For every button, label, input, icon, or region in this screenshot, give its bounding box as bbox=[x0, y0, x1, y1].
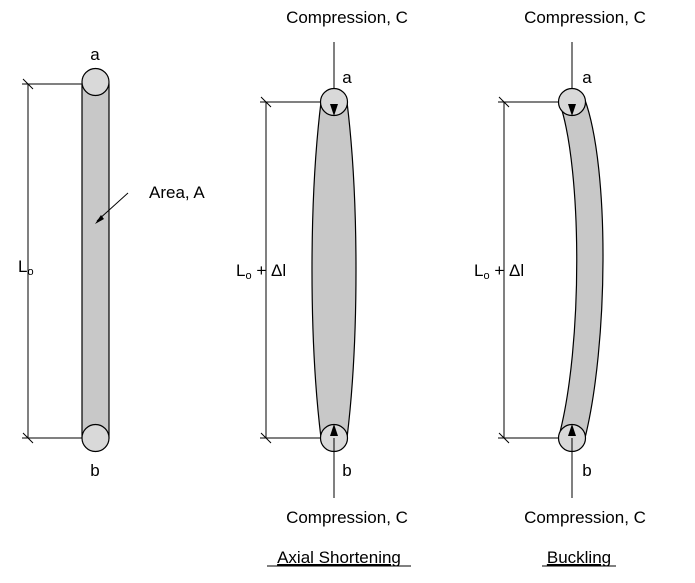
area-leader-arrow-icon bbox=[95, 215, 104, 224]
axial-bar bbox=[311, 101, 357, 439]
original-bar-figure: a b Lo Area, A bbox=[18, 45, 205, 480]
buckling-length-tick-bottom bbox=[498, 432, 510, 444]
axial-length-tick-top bbox=[260, 96, 272, 108]
buckling-label-a: a bbox=[582, 68, 592, 87]
original-length-label: Lo bbox=[18, 257, 34, 278]
axial-label-b: b bbox=[342, 461, 351, 480]
buckling-load-label-top: Compression, C bbox=[524, 8, 646, 27]
axial-load-arrow-bottom-icon bbox=[330, 424, 338, 436]
buckling-load-arrow-bottom-icon bbox=[568, 424, 576, 436]
axial-load-label-top: Compression, C bbox=[286, 8, 408, 27]
original-pin-top bbox=[81, 67, 110, 97]
buckling-length-tick-top bbox=[498, 96, 510, 108]
buckling-label-b: b bbox=[582, 461, 591, 480]
area-leader-line bbox=[96, 192, 129, 222]
axial-shortening-figure: Compression, C a Lo + Δl b Compression, … bbox=[236, 8, 411, 567]
buckling-bar bbox=[558, 99, 604, 439]
original-label-b: b bbox=[90, 461, 99, 480]
buckling-load-label-bottom: Compression, C bbox=[524, 508, 646, 527]
axial-title: Axial Shortening bbox=[277, 548, 401, 567]
area-label: Area, A bbox=[149, 183, 205, 202]
axial-length-label: Lo + Δl bbox=[236, 261, 286, 282]
original-length-tick-bottom bbox=[22, 432, 34, 444]
axial-length-tick-bottom bbox=[260, 432, 272, 444]
original-label-a: a bbox=[90, 45, 100, 64]
original-length-tick-top bbox=[22, 78, 34, 90]
buckling-load-arrow-top-icon bbox=[568, 104, 576, 116]
buckling-length-label: Lo + Δl bbox=[474, 261, 524, 282]
buckling-figure: Compression, C a Lo + Δl b Compression, … bbox=[474, 8, 646, 567]
axial-load-arrow-top-icon bbox=[330, 104, 338, 116]
original-pin-bottom bbox=[81, 423, 110, 453]
original-bar bbox=[81, 83, 110, 439]
axial-label-a: a bbox=[342, 68, 352, 87]
buckling-title: Buckling bbox=[547, 548, 611, 567]
axial-load-label-bottom: Compression, C bbox=[286, 508, 408, 527]
